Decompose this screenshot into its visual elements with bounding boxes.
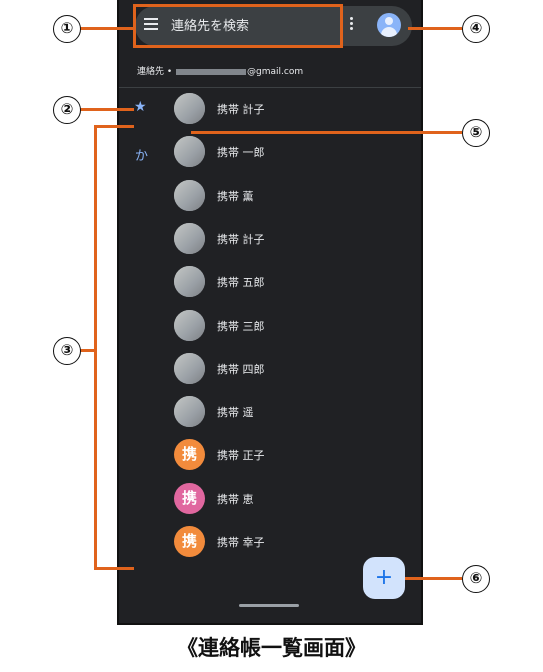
search-highlight-frame (133, 4, 343, 48)
contact-row[interactable]: 携帯 四郎 (174, 353, 374, 385)
callout-5: ⑤ (462, 119, 490, 147)
callout-line-6 (405, 577, 462, 580)
contact-avatar (174, 136, 205, 167)
callout-line-2 (80, 108, 134, 111)
callout-3: ③ (53, 337, 81, 365)
contact-avatar (174, 310, 205, 341)
callout-4: ④ (462, 15, 490, 43)
add-contact-button[interactable]: + (363, 557, 405, 599)
contact-avatar (174, 396, 205, 427)
search-bar[interactable] (135, 6, 412, 46)
contact-avatar (174, 93, 205, 124)
contact-row[interactable]: 携 携帯 恵 (174, 483, 374, 515)
contact-row[interactable]: 携帯 薫 (174, 180, 374, 212)
contact-row[interactable]: 携 携帯 幸子 (174, 526, 374, 558)
callout-bracket-3 (94, 125, 97, 570)
contact-row[interactable]: 携帯 三郎 (174, 310, 374, 342)
contact-name: 携帯 薫 (217, 190, 254, 203)
contact-row[interactable]: 携帯 五郎 (174, 266, 374, 298)
contact-name: 携帯 一郎 (217, 146, 265, 159)
callout-line-3 (80, 349, 95, 352)
account-avatar[interactable] (377, 13, 401, 37)
contact-name: 携帯 三郎 (217, 320, 265, 333)
account-line: 連絡先 • @gmail.com (137, 64, 303, 77)
contact-row[interactable]: 携帯 遥 (174, 396, 374, 428)
contact-name: 携帯 計子 (217, 233, 265, 246)
callout-6: ⑥ (462, 565, 490, 593)
contact-avatar: 携 (174, 439, 205, 470)
favorites-index[interactable]: ★ (134, 99, 147, 115)
contact-name: 携帯 正子 (217, 449, 265, 462)
contact-row[interactable]: 携 携帯 正子 (174, 439, 374, 471)
screen-caption: 《連絡帳一覧画面》 (177, 636, 366, 660)
contact-row[interactable]: 携帯 一郎 (174, 136, 374, 168)
contact-name: 携帯 幸子 (217, 536, 265, 549)
contact-name: 携帯 遥 (217, 406, 254, 419)
contact-avatar: 携 (174, 526, 205, 557)
home-indicator (239, 604, 299, 607)
email-masked (176, 68, 247, 75)
contact-avatar: 携 (174, 483, 205, 514)
contact-avatar (174, 266, 205, 297)
contact-name: 携帯 計子 (217, 103, 265, 116)
index-ka[interactable]: か (135, 149, 149, 164)
contact-avatar (174, 353, 205, 384)
phone-screen (117, 0, 423, 625)
hamburger-menu-icon[interactable] (144, 18, 158, 30)
contact-avatar (174, 223, 205, 254)
account-email-suffix: @gmail.com (247, 67, 304, 77)
contact-avatar-letter: 携 (181, 489, 197, 507)
more-options-icon[interactable] (350, 17, 353, 32)
callout-line-1 (80, 27, 135, 30)
contact-avatar-letter: 携 (181, 445, 197, 463)
account-label: 連絡先 • (137, 67, 176, 77)
contact-avatar-letter: 携 (181, 532, 197, 550)
callout-line-5 (191, 131, 462, 134)
contact-name: 携帯 五郎 (217, 276, 265, 289)
callout-1: ① (53, 15, 81, 43)
callout-line-4 (408, 27, 462, 30)
contact-avatar (174, 180, 205, 211)
contact-row[interactable]: 携帯 計子 (174, 223, 374, 255)
contact-row[interactable]: 携帯 計子 (174, 93, 374, 125)
search-input[interactable]: 連絡先を検索 (171, 19, 250, 34)
contact-name: 携帯 四郎 (217, 363, 265, 376)
callout-bracket-3-bottom (94, 567, 134, 570)
callout-2: ② (53, 96, 81, 124)
divider (119, 87, 421, 88)
callout-bracket-3-top (94, 125, 134, 128)
contact-name: 携帯 恵 (217, 493, 254, 506)
